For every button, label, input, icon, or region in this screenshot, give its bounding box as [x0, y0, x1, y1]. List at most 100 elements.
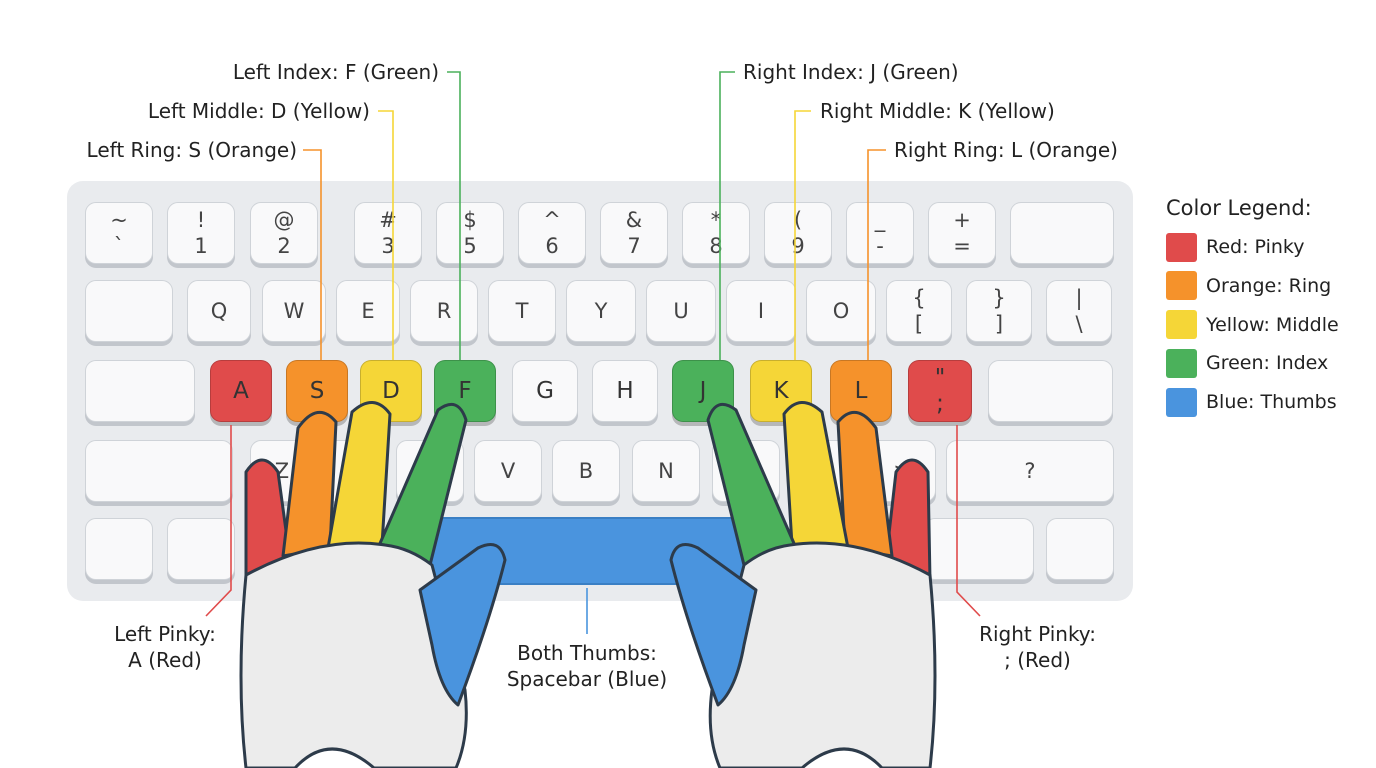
left-ring-finger: [281, 411, 338, 558]
left-index-finger: [376, 402, 468, 567]
key-number-10: +=: [928, 202, 996, 264]
legend-item: Orange: Ring: [1166, 271, 1331, 301]
key-top-3: E: [336, 280, 400, 342]
leader-lines: [205, 71, 981, 634]
key-home-5: G: [512, 360, 578, 422]
key-home-6: H: [592, 360, 658, 422]
right-index-label: Right Index: J (Green): [743, 60, 959, 84]
key-home-11: [988, 360, 1113, 422]
key-top-8: I: [726, 280, 796, 342]
right-hand: [669, 401, 937, 768]
key-legend: G: [536, 378, 554, 404]
key-bottom-6: N: [632, 440, 700, 502]
key-top-1: Q: [187, 280, 251, 342]
key-legend-top: (: [793, 208, 803, 232]
key-mod-1: [167, 518, 235, 580]
key-legend: F: [458, 378, 472, 404]
key-legend-top: $: [463, 208, 477, 232]
key-legend: ]: [994, 312, 1004, 336]
right-ring-label: Right Ring: L (Orange): [894, 138, 1118, 162]
thumbs-label: Both Thumbs: Spacebar (Blue): [497, 640, 677, 692]
key-legend: ;: [936, 391, 944, 417]
leader-left-middle: [378, 110, 394, 360]
legend-label: Orange: Ring: [1206, 274, 1332, 297]
leader-left-pinky: [205, 425, 232, 617]
key-top-4: R: [410, 280, 478, 342]
legend-swatch: [1166, 348, 1197, 378]
key-top-5: T: [488, 280, 556, 342]
key-number-0: ~`: [85, 202, 153, 264]
key-legend: Q: [210, 299, 228, 323]
key-legend: =: [953, 234, 971, 258]
key-legend: 1: [194, 234, 208, 258]
key-number-9: _-: [846, 202, 914, 264]
key-number-2: @2: [250, 202, 318, 264]
key-legend: R: [436, 299, 452, 323]
left-pinky-label: Left Pinky: A (Red): [95, 621, 235, 673]
key-legend: W: [283, 299, 305, 323]
thumbs-label-line1: Both Thumbs:: [517, 641, 657, 665]
legend-label: Red: Pinky: [1206, 236, 1305, 258]
key-legend: N: [658, 459, 674, 483]
key-top-9: O: [806, 280, 876, 342]
legend-item: Green: Index: [1166, 348, 1328, 378]
key-legend: L: [854, 378, 868, 404]
legend-item: Red: Pinky: [1166, 232, 1304, 262]
key-legend-top: &: [625, 208, 643, 232]
key-legend: [: [914, 312, 924, 336]
key-home-1: A: [210, 360, 272, 422]
left-pinky-label-line1: Left Pinky:: [114, 622, 216, 646]
key-legend-top: ~: [110, 208, 128, 232]
leader-left-ring: [303, 149, 322, 360]
key-number-8: (9: [764, 202, 832, 264]
legend-swatch: [1166, 310, 1197, 340]
key-home-0: [85, 360, 195, 422]
left-hand: [239, 401, 507, 768]
legend-swatch: [1166, 232, 1197, 262]
legend-label: Blue: Thumbs: [1206, 391, 1337, 414]
key-legend: 6: [545, 234, 559, 258]
key-legend: Y: [594, 299, 608, 323]
key-legend: 3: [381, 234, 395, 258]
key-bottom-4: V: [474, 440, 542, 502]
legend-item: Yellow: Middle: [1166, 310, 1339, 340]
key-legend: ?: [1024, 459, 1036, 483]
key-legend-top: {: [912, 286, 926, 310]
key-top-6: Y: [566, 280, 636, 342]
key-legend: U: [673, 299, 689, 323]
key-legend-top: |: [1075, 286, 1083, 310]
key-legend-top: }: [992, 286, 1006, 310]
legend-label: Yellow: Middle: [1206, 313, 1339, 336]
key-legend: D: [382, 378, 400, 404]
legend-item: Blue: Thumbs: [1166, 387, 1337, 417]
left-ring-label: Left Ring: S (Orange): [86, 138, 297, 162]
key-legend-top: !: [196, 208, 206, 232]
key-number-3: #3: [354, 202, 422, 264]
key-legend: 2: [277, 234, 291, 258]
key-top-0: [85, 280, 173, 342]
key-legend: T: [515, 299, 529, 323]
key-legend: \: [1075, 312, 1083, 336]
right-middle-label: Right Middle: K (Yellow): [820, 99, 1055, 123]
key-home-4: F: [434, 360, 496, 422]
right-pinky-label-line1: Right Pinky:: [979, 622, 1096, 646]
leader-right-pinky: [956, 425, 981, 617]
key-legend: S: [309, 378, 325, 404]
key-legend: E: [361, 299, 375, 323]
legend-label: Green: Index: [1206, 352, 1329, 375]
right-palm: [708, 541, 937, 768]
leader-right-ring: [867, 149, 886, 360]
key-number-1: !1: [167, 202, 235, 264]
key-bottom-10: ?: [946, 440, 1114, 502]
right-middle-finger: [782, 401, 850, 550]
legend-swatch: [1166, 271, 1197, 301]
key-mod-4: [1046, 518, 1114, 580]
key-bottom-5: B: [552, 440, 620, 502]
key-number-11: [1010, 202, 1114, 264]
key-legend-top: ^: [543, 208, 561, 232]
thumbs-label-line2: Spacebar (Blue): [506, 667, 668, 691]
key-legend-top: +: [953, 208, 971, 232]
key-top-2: W: [262, 280, 326, 342]
legend-title: Color Legend:: [1166, 196, 1312, 220]
